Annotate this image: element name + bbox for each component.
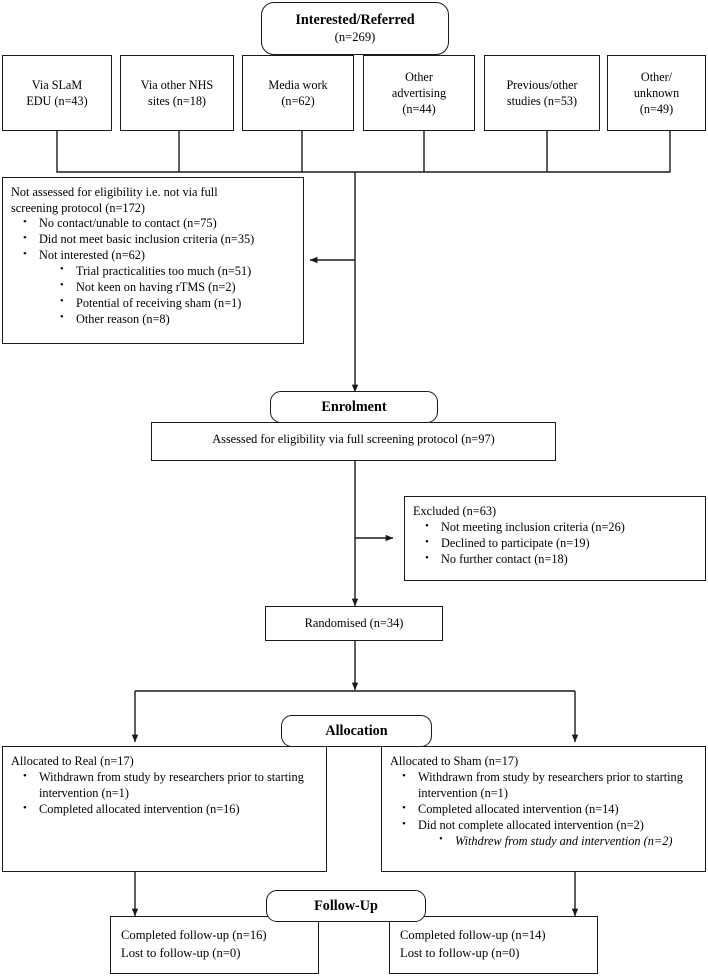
source-line-3: (n=49) [639, 102, 674, 117]
sub-list-item: Other reason (n=8) [59, 311, 295, 328]
allocation-sham-list: Withdrawn from study by researchers prio… [390, 769, 697, 834]
followup-real-box: Completed follow-up (n=16) Lost to follo… [110, 916, 319, 974]
source-box-previous-other-studies: Previous/other studies (n=53) [484, 55, 600, 131]
list-item: No contact/unable to contact (n=75) [21, 215, 295, 232]
stage-top-count: (n=269) [334, 30, 376, 44]
source-line-1: Previous/other [506, 77, 578, 92]
stage-allocation-label: Allocation [325, 722, 388, 739]
allocation-sham-lead: Allocated to Sham (n=17) [390, 754, 519, 768]
stage-enrolment-label: Enrolment [321, 398, 387, 415]
source-box-other-unknown: Other/ unknown (n=49) [607, 55, 706, 131]
source-box-other-advertising: Other advertising (n=44) [363, 55, 475, 131]
randomised-text: Randomised (n=34) [304, 615, 404, 630]
stage-followup: Follow-Up [266, 890, 426, 922]
sub-list-item: Withdrew from study and intervention (n=… [438, 833, 697, 850]
followup-real-line-2: Lost to follow-up (n=0) [121, 946, 241, 961]
source-line-2: studies (n=53) [506, 94, 578, 108]
source-box-slam-edu: Via SLaM EDU (n=43) [2, 55, 112, 131]
source-line-3: (n=44) [402, 102, 436, 117]
list-item: Did not meet basic inclusion criteria (n… [21, 231, 295, 248]
list-item: Withdrawn from study by researchers prio… [400, 769, 697, 802]
source-line-1: Media work [268, 77, 328, 92]
list-item: Not meeting inclusion criteria (n=26) [423, 519, 697, 536]
not-assessed-lead-line-2: screening protocol (n=172) [11, 200, 145, 215]
list-item: Completed allocated intervention (n=14) [400, 801, 697, 818]
source-line-1: Via other NHS [140, 77, 214, 92]
list-item: Not interested (n=62) [21, 247, 295, 264]
followup-real-line-1: Completed follow-up (n=16) [121, 928, 267, 942]
stage-top-title: Interested/Referred [295, 12, 415, 28]
excluded-list: Not meeting inclusion criteria (n=26) De… [413, 519, 697, 568]
followup-sham-line-2: Lost to follow-up (n=0) [400, 946, 520, 961]
allocation-real-box: Allocated to Real (n=17) Withdrawn from … [2, 746, 327, 872]
stage-followup-label: Follow-Up [314, 897, 378, 914]
not-assessed-list: No contact/unable to contact (n=75) Did … [11, 215, 295, 264]
sub-list-item: Trial practicalities too much (n=51) [59, 263, 295, 280]
stage-interested-referred: Interested/Referred (n=269) [261, 2, 449, 55]
allocation-real-lead: Allocated to Real (n=17) [11, 754, 134, 768]
followup-sham-box: Completed follow-up (n=14) Lost to follo… [389, 916, 598, 974]
source-line-2: advertising [391, 85, 447, 100]
list-item: Completed allocated intervention (n=16) [21, 801, 318, 818]
source-box-media-work: Media work (n=62) [242, 55, 354, 131]
stage-enrolment: Enrolment [270, 391, 438, 423]
excluded-box: Excluded (n=63) Not meeting inclusion cr… [404, 496, 706, 581]
list-item: Did not complete allocated intervention … [400, 817, 697, 834]
allocation-sham-box: Allocated to Sham (n=17) Withdrawn from … [381, 746, 706, 872]
not-assessed-box: Not assessed for eligibility i.e. not vi… [2, 177, 304, 344]
sub-list-item: Potential of receiving sham (n=1) [59, 295, 295, 312]
not-assessed-sublist: Trial practicalities too much (n=51) Not… [11, 263, 295, 328]
allocation-real-list: Withdrawn from study by researchers prio… [11, 769, 318, 818]
not-assessed-lead-line-1: Not assessed for eligibility i.e. not vi… [11, 185, 218, 199]
source-line-1: Via SLaM [31, 77, 83, 92]
assessed-eligibility-text: Assessed for eligibility via full screen… [212, 432, 495, 446]
stage-allocation: Allocation [281, 715, 432, 747]
source-line-1: Other [405, 69, 433, 84]
followup-sham-line-1: Completed follow-up (n=14) [400, 928, 546, 942]
source-line-2: (n=62) [281, 94, 315, 108]
excluded-lead: Excluded (n=63) [413, 504, 497, 518]
source-line-2: EDU (n=43) [26, 94, 88, 108]
allocation-sham-sublist: Withdrew from study and intervention (n=… [390, 833, 697, 850]
source-line-2: sites (n=18) [148, 94, 206, 108]
sub-list-item: Not keen on having rTMS (n=2) [59, 279, 295, 296]
source-box-other-nhs: Via other NHS sites (n=18) [120, 55, 234, 131]
randomised-box: Randomised (n=34) [265, 606, 443, 641]
list-item: Withdrawn from study by researchers prio… [21, 769, 318, 802]
source-line-2: unknown [633, 85, 680, 100]
list-item: No further contact (n=18) [423, 551, 697, 568]
assessed-eligibility-box: Assessed for eligibility via full screen… [151, 422, 556, 461]
source-line-1: Other/ [640, 69, 673, 84]
list-item: Declined to participate (n=19) [423, 535, 697, 552]
